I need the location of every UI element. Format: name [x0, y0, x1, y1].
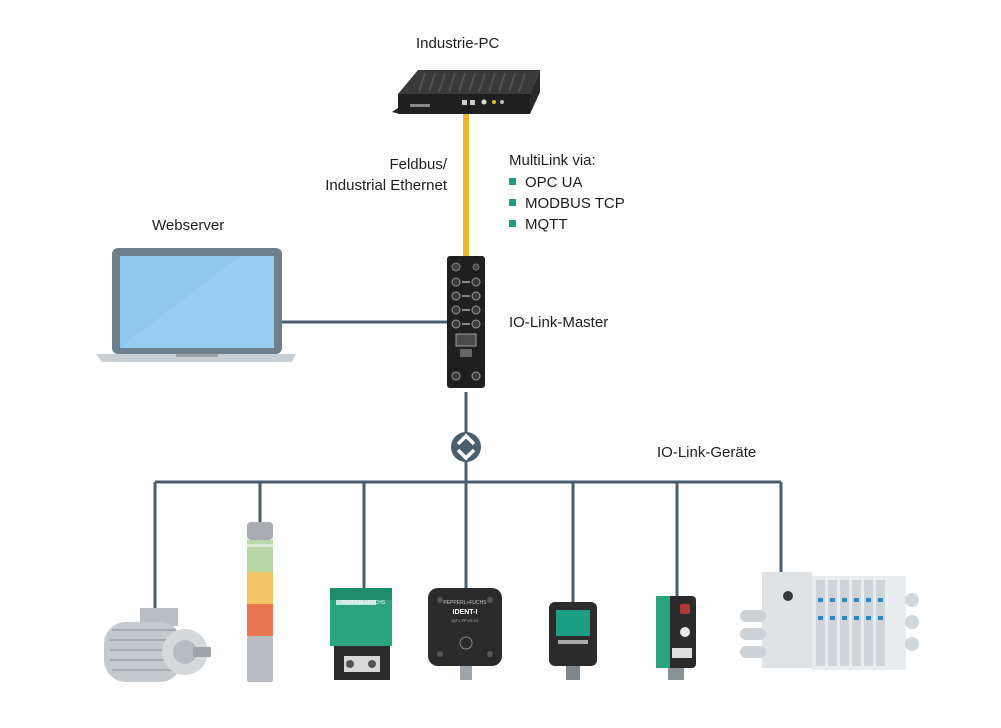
connection-lines: [153, 320, 783, 610]
protocol-item: OPC UA: [509, 172, 625, 193]
photoelectric-sensor-icon: [656, 596, 696, 680]
io-link-geraete-label: IO-Link-Geräte: [657, 444, 757, 461]
feldbus-label-line2: Industrial Ethernet: [325, 177, 447, 194]
laptop-icon: [96, 248, 296, 362]
distance-sensor-icon: [549, 602, 597, 680]
io-link-master-icon: [447, 256, 485, 388]
rfid-reader-model: IDENT-I: [453, 609, 478, 616]
webserver-label: Webserver: [152, 217, 225, 234]
feldbus-label-line1: Feldbus/: [389, 156, 447, 173]
electric-motor-icon: [104, 608, 211, 682]
io-link-master-label: IO-Link-Master: [509, 314, 609, 331]
industrie-pc-label: Industrie-PC: [416, 35, 500, 52]
industrial-pc-icon: [392, 70, 540, 114]
protocol-label: MQTT: [525, 216, 568, 233]
inductive-sensor-brand: PEPPERL+FUCHS: [342, 600, 386, 606]
rfid-reader-brand: PEPPERL+FUCHS: [443, 600, 487, 606]
bullet-square-icon: [509, 220, 516, 227]
multilink-title: MultiLink via:: [509, 152, 596, 169]
protocol-item: MQTT: [509, 214, 625, 235]
bullet-square-icon: [509, 178, 516, 185]
bullet-square-icon: [509, 199, 516, 206]
multilink-protocol-list: OPC UA MODBUS TCP MQTT: [509, 172, 625, 235]
protocol-item: MODBUS TCP: [509, 193, 625, 214]
rfid-reader-icon: PEPPERL+FUCHS IDENT-I IQT1-FP-IO-V1: [428, 588, 502, 680]
signal-tower-icon: [247, 522, 273, 682]
io-link-logo-icon: [451, 432, 481, 462]
inductive-sensor-icon: PEPPERL+FUCHS: [330, 588, 392, 680]
protocol-label: OPC UA: [525, 174, 583, 191]
valve-terminal-icon: [740, 572, 919, 670]
rfid-reader-submodel: IQT1-FP-IO-V1: [451, 618, 479, 623]
protocol-label: MODBUS TCP: [525, 195, 625, 212]
